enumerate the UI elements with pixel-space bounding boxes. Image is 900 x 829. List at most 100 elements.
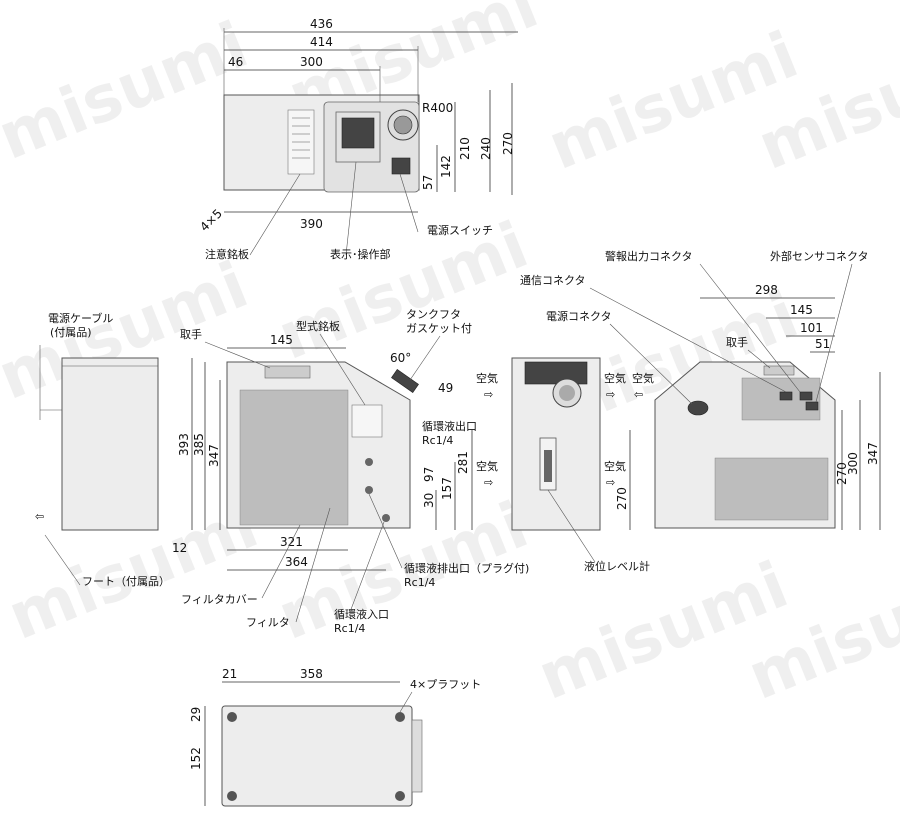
- dim-270-side: 270: [615, 487, 629, 510]
- dim-101: 101: [800, 321, 823, 335]
- level-gauge-label: 液位レベル計: [584, 559, 650, 573]
- dim-358: 358: [300, 667, 323, 681]
- drain-port: [365, 486, 373, 494]
- rear-handle-label: 取手: [726, 335, 748, 349]
- side-display: [524, 361, 588, 385]
- dim-152: 152: [189, 747, 203, 770]
- dim-300: 300: [846, 452, 860, 475]
- dim-347: 347: [207, 444, 221, 467]
- dim-414: 414: [310, 35, 333, 49]
- power-cable-label: 電源ケーブル: [48, 311, 113, 325]
- tank-cap-note: ガスケット付: [406, 322, 472, 335]
- inlet-port: [382, 514, 390, 522]
- bottom-side-panel: [411, 719, 423, 793]
- outlet-port: [365, 458, 373, 466]
- model-plate-label: 型式銘板: [296, 319, 340, 333]
- dim-29: 29: [189, 707, 203, 722]
- arrow-right-icon: ⇨: [606, 476, 615, 489]
- dim-385: 385: [192, 433, 206, 456]
- air-in-top-label: 空気: [476, 371, 498, 385]
- dim-49: 49: [438, 381, 453, 395]
- tank-cap: [391, 369, 419, 393]
- dim-240: 240: [479, 137, 493, 160]
- bottom-view-body: [221, 705, 413, 807]
- dim-300: 300: [300, 55, 323, 69]
- handle-label: 取手: [180, 327, 202, 341]
- power-connector-label: 電源コネクタ: [546, 309, 612, 323]
- tank-cap-label: タンクフタ: [406, 308, 461, 321]
- filter-label: フィルタ: [246, 616, 290, 629]
- display-panel-label: 表示･操作部: [330, 247, 391, 261]
- alarm-connector-label: 警報出力コネクタ: [605, 249, 693, 263]
- power-cable-note: (付属品): [50, 326, 92, 339]
- outlet-size: Rc1/4: [422, 434, 453, 447]
- dim-12: 12: [172, 541, 187, 555]
- power-switch-label: 電源スイッチ: [427, 223, 493, 237]
- dim-281: 281: [456, 451, 470, 474]
- dim-51: 51: [815, 337, 830, 351]
- side-view: 空気 ⇨ 空気 ⇨ 空気 ⇨ 空気 ⇨ 270 液位レベル計: [476, 357, 650, 573]
- dim-142: 142: [439, 155, 453, 178]
- outlet-label: 循環液出口: [422, 419, 477, 433]
- drain-size: Rc1/4: [404, 576, 435, 589]
- air-in-mid-label: 空気: [476, 459, 498, 473]
- rubber-foot: [227, 712, 237, 722]
- dim-4x5: 4×5: [197, 206, 225, 234]
- arrow-right-icon: ⇨: [484, 476, 493, 489]
- watermark-text: misumi: [0, 8, 258, 174]
- dim-21: 21: [222, 667, 237, 681]
- arrow-right-icon: ⇨: [606, 388, 615, 401]
- filter-cover: [239, 389, 349, 526]
- dim-347-rear: 347: [866, 442, 880, 465]
- dim-57: 57: [421, 175, 435, 190]
- arrow-right-icon: ⇨: [484, 388, 493, 401]
- dim-270: 270: [501, 132, 515, 155]
- top-view: 436 414 46 300 R400 210 240 270 142 57 3…: [197, 17, 518, 261]
- rear-air-label: 空気: [632, 371, 654, 385]
- bottom-view: 21 358 29 152 4×プラフット: [189, 667, 481, 807]
- rear-lower-vent: [714, 457, 829, 521]
- left-view-body: [61, 357, 159, 531]
- dim-145-rear: 145: [790, 303, 813, 317]
- caution-plate-label: 注意銘板: [205, 247, 249, 261]
- air-out-mid-label: 空気: [604, 459, 626, 473]
- rear-power-connector: [687, 400, 709, 416]
- handle: [264, 365, 311, 379]
- air-out-top-label: 空気: [604, 371, 626, 385]
- rear-view: 298 145 101 51 270 300 347 警報出力コネクタ 外部セン…: [520, 249, 881, 530]
- rubber-feet-label: 4×プラフット: [410, 678, 481, 691]
- rear-handle: [763, 365, 795, 376]
- rear-sensor-connector: [805, 401, 819, 411]
- dim-390: 390: [300, 217, 323, 231]
- dim-97: 97: [422, 467, 436, 482]
- dim-157: 157: [440, 477, 454, 500]
- dim-270-rear: 270: [835, 462, 849, 485]
- power-switch: [391, 157, 411, 175]
- arrow-icon: ⇦: [35, 510, 44, 523]
- display-screen: [341, 117, 375, 149]
- inlet-size: Rc1/4: [334, 622, 365, 635]
- dim-145: 145: [270, 333, 293, 347]
- rubber-foot: [395, 712, 405, 722]
- front-view: 145 393 385 347 60° 49 281 157 97 30 12 …: [172, 308, 529, 635]
- dim-364: 364: [285, 555, 308, 569]
- sensor-connector-label: 外部センサコネクタ: [770, 249, 869, 263]
- dim-30: 30: [422, 493, 436, 508]
- filter-cover-label: フィルタカバー: [181, 593, 258, 606]
- arrow-left-icon: ⇦: [634, 388, 643, 401]
- comm-connector-label: 通信コネクタ: [520, 274, 586, 287]
- dim-r400: R400: [422, 101, 453, 115]
- dim-46: 46: [228, 55, 243, 69]
- watermark-text: misumi: [268, 208, 538, 374]
- inlet-label: 循環液入口: [334, 607, 389, 621]
- dim-298: 298: [755, 283, 778, 297]
- left-view: 電源ケーブル (付属品) ⇦ フート（付属品）: [35, 311, 170, 588]
- dim-393: 393: [177, 433, 191, 456]
- dim-210: 210: [458, 137, 472, 160]
- rear-alarm-connector: [799, 391, 813, 401]
- drain-label: 循環液排出口（プラグ付): [404, 561, 529, 575]
- rubber-foot: [395, 791, 405, 801]
- rubber-foot: [227, 791, 237, 801]
